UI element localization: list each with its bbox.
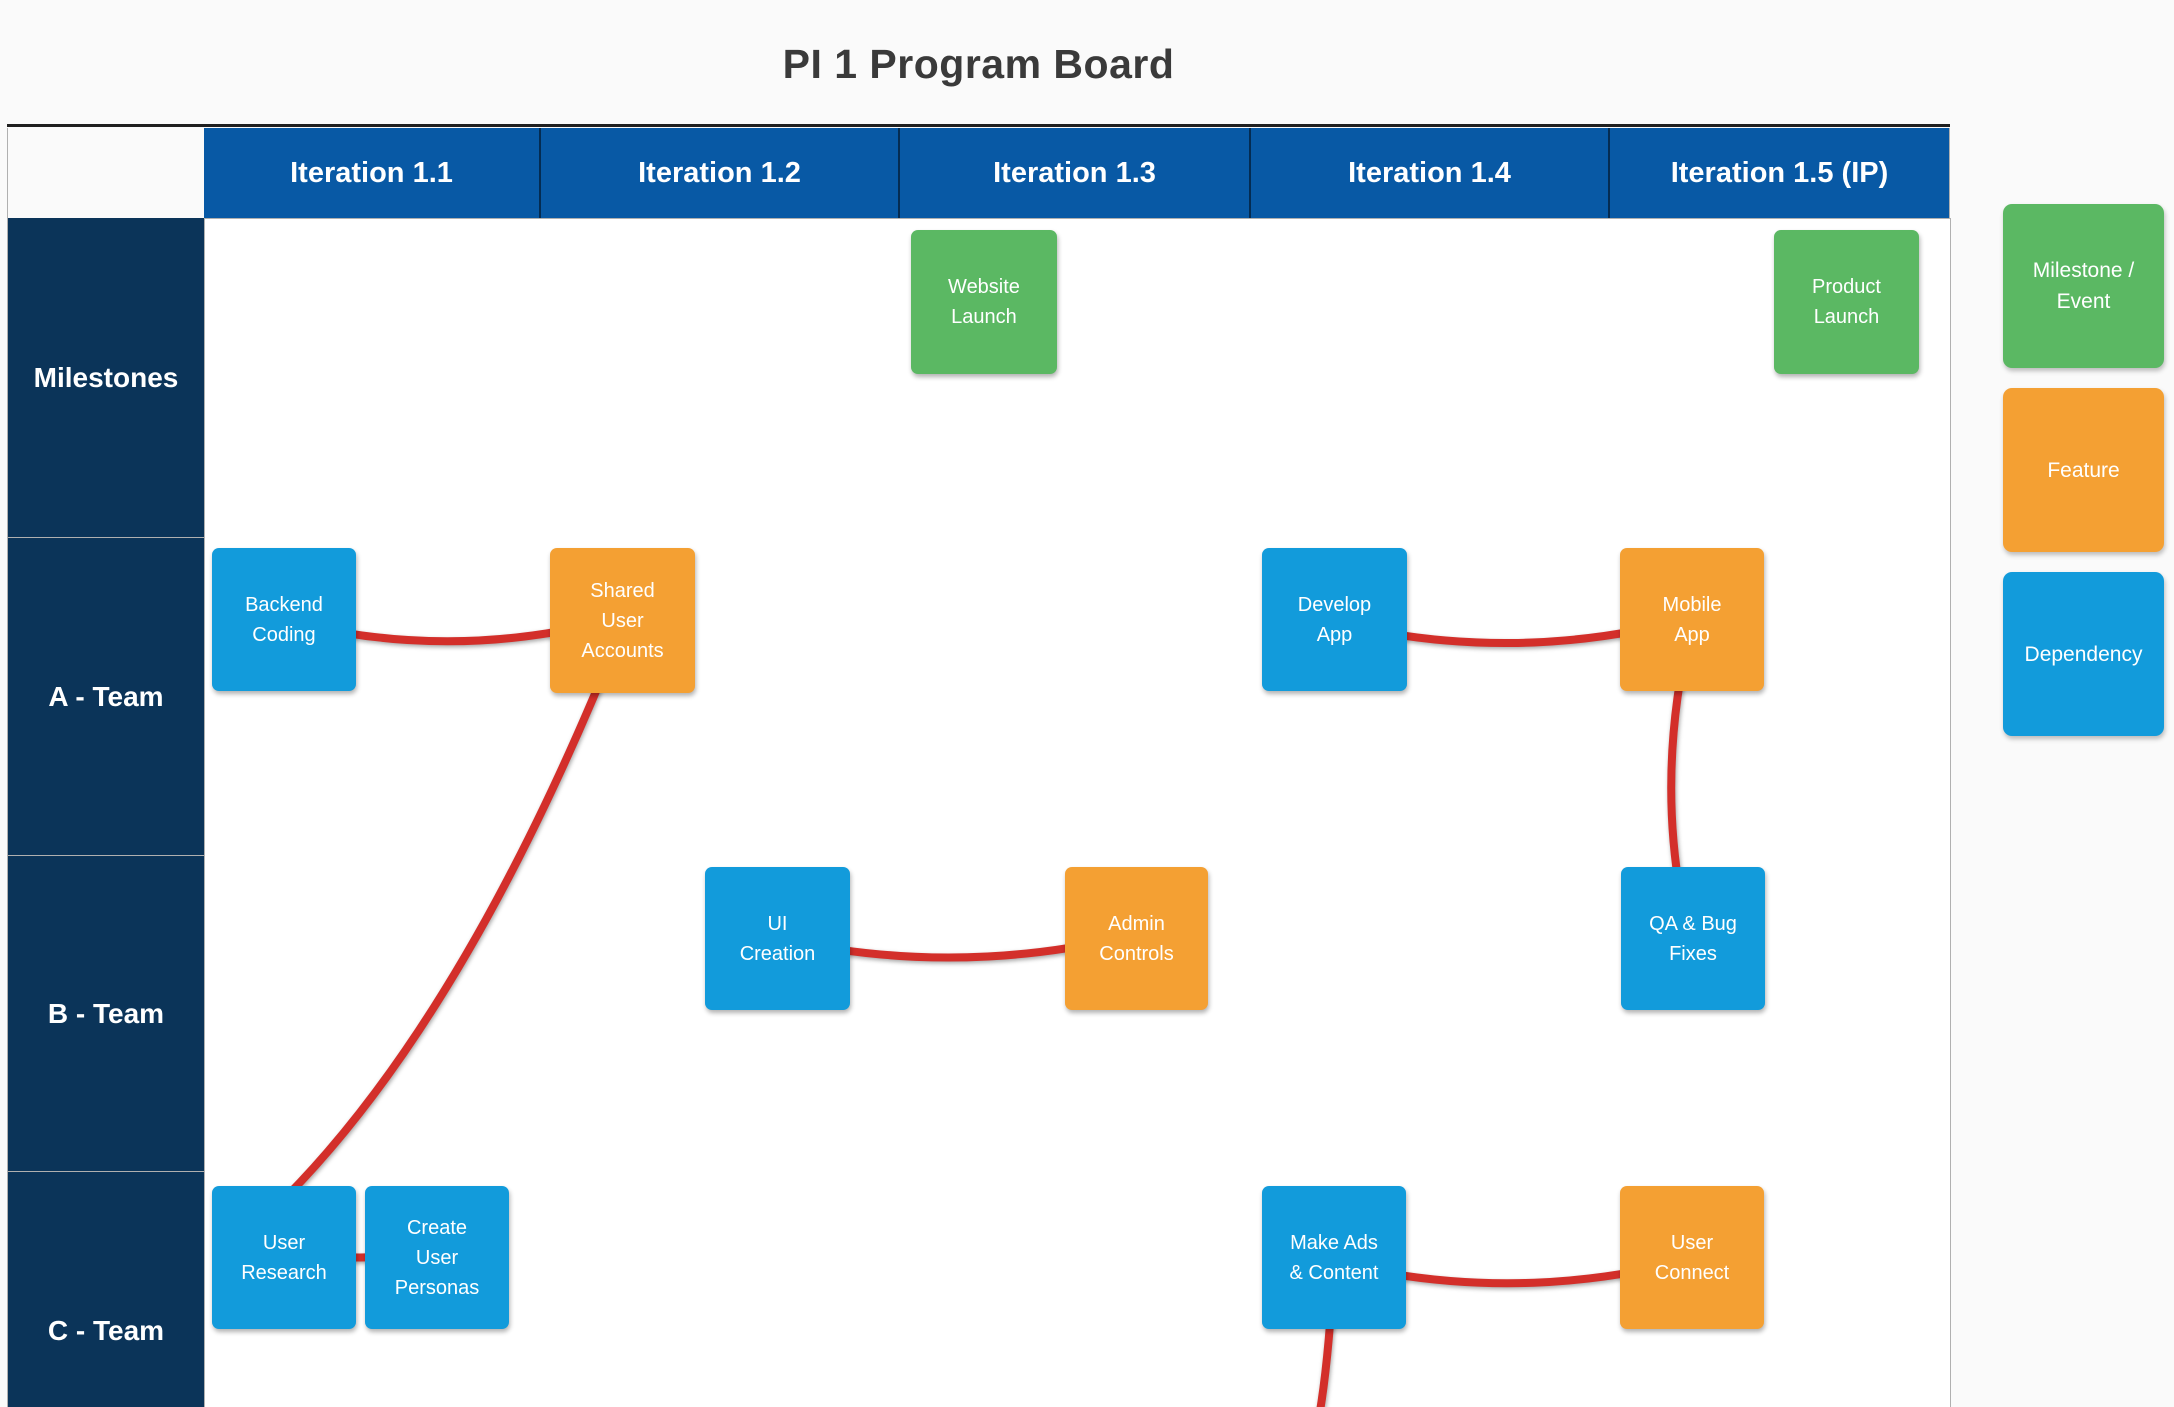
column-header-it-1-5: Iteration 1.5 (IP) — [1610, 128, 1950, 218]
card-make-ads-content[interactable]: Make Ads & Content — [1262, 1186, 1406, 1329]
board-cell-milestones-it-1-1 — [204, 218, 542, 539]
board-cell-b-team-it-1-1 — [204, 856, 542, 1173]
card-ui-creation[interactable]: UI Creation — [705, 867, 850, 1010]
column-header-it-1-3: Iteration 1.3 — [900, 128, 1251, 218]
row-header-a-team: A - Team — [7, 538, 205, 856]
board-cell-a-team-it-1-3 — [900, 538, 1252, 857]
card-product-launch[interactable]: Product Launch — [1774, 230, 1919, 374]
board-corner-cell — [7, 128, 205, 219]
card-mobile-app[interactable]: Mobile App — [1620, 548, 1764, 691]
card-user-connect[interactable]: User Connect — [1620, 1186, 1764, 1329]
card-develop-app[interactable]: Develop App — [1262, 548, 1407, 691]
row-header-b-team: B - Team — [7, 856, 205, 1172]
board-cell-milestones-it-1-2 — [541, 218, 901, 539]
row-header-c-team: C - Team — [7, 1172, 205, 1407]
board-cell-milestones-it-1-4 — [1251, 218, 1611, 539]
column-header-it-1-1: Iteration 1.1 — [204, 128, 541, 218]
card-backend-coding[interactable]: Backend Coding — [212, 548, 356, 691]
page-title: PI 1 Program Board — [782, 41, 1175, 87]
column-header-it-1-2: Iteration 1.2 — [541, 128, 900, 218]
card-create-user-personas[interactable]: Create User Personas — [365, 1186, 509, 1329]
legend-milestone: Milestone / Event — [2003, 204, 2164, 368]
legend-feature: Feature — [2003, 388, 2164, 552]
card-shared-user-accounts[interactable]: Shared User Accounts — [550, 548, 695, 693]
legend-dependency: Dependency — [2003, 572, 2164, 736]
card-website-launch[interactable]: Website Launch — [911, 230, 1057, 374]
column-header-it-1-4: Iteration 1.4 — [1251, 128, 1610, 218]
card-user-research[interactable]: User Research — [212, 1186, 356, 1329]
board-top-rule — [7, 124, 1950, 127]
card-admin-controls[interactable]: Admin Controls — [1065, 867, 1208, 1010]
board-cell-c-team-it-1-3 — [900, 1172, 1252, 1407]
row-header-milestones: Milestones — [7, 218, 205, 538]
board-cell-c-team-it-1-2 — [541, 1172, 901, 1407]
card-qa-bug-fixes[interactable]: QA & Bug Fixes — [1621, 867, 1765, 1010]
board-cell-b-team-it-1-4 — [1251, 856, 1611, 1173]
